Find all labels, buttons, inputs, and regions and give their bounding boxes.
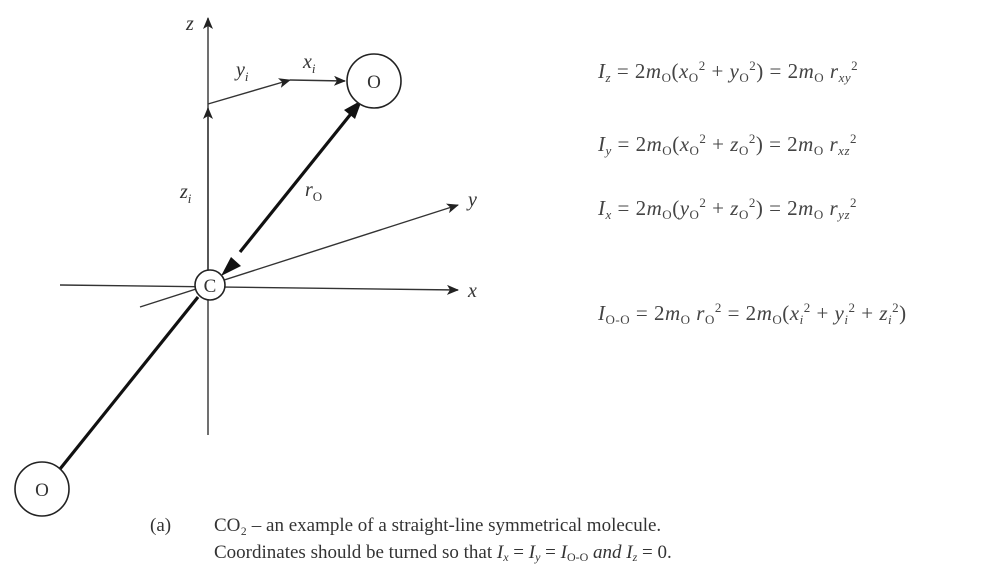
x-axis [59, 284, 459, 295]
xi-label: xi [302, 51, 316, 76]
ro-label: rO [305, 179, 322, 204]
y-axis-label: y [466, 189, 477, 211]
equation-ioo: IO-O = 2mO rO2 = 2mO(xi2 + yi2 + zi2) [598, 300, 907, 327]
xi-component-arrow [289, 75, 346, 86]
yi-component-arrow [207, 78, 291, 105]
oxygen-label-bottom: O [35, 480, 49, 501]
caption-line-1: CO₂ – an example of a straight-line symm… [214, 515, 662, 536]
yi-label: yi [234, 59, 249, 84]
y-axis [139, 203, 459, 308]
lower-bond [58, 295, 200, 471]
equation-iy: Iy = 2mO(xO2 + zO2) = 2mO rxz2 [598, 131, 858, 158]
x-axis-label: x [467, 280, 477, 302]
ro-arrowhead-top [344, 100, 362, 119]
equation-ix: Ix = 2mO(yO2 + zO2) = 2mO ryz2 [598, 195, 858, 222]
oxygen-atom-top [346, 53, 402, 109]
ro-arrowhead-bottom [221, 257, 241, 276]
oxygen-atom-bottom [14, 461, 70, 517]
oxygen-label-top: O [367, 72, 381, 93]
zi-label: zi [179, 181, 192, 206]
ro-bond-arrow [238, 108, 356, 254]
z-axis-label: z [185, 13, 194, 35]
equation-iz: Iz = 2mO(xO2 + yO2) = 2mO rxy2 [598, 58, 859, 85]
carbon-atom [194, 269, 226, 301]
caption-line-2: Coordinates should be turned so that Ix … [214, 542, 672, 564]
carbon-label: C [204, 276, 217, 297]
caption-label: (a) [150, 515, 172, 536]
